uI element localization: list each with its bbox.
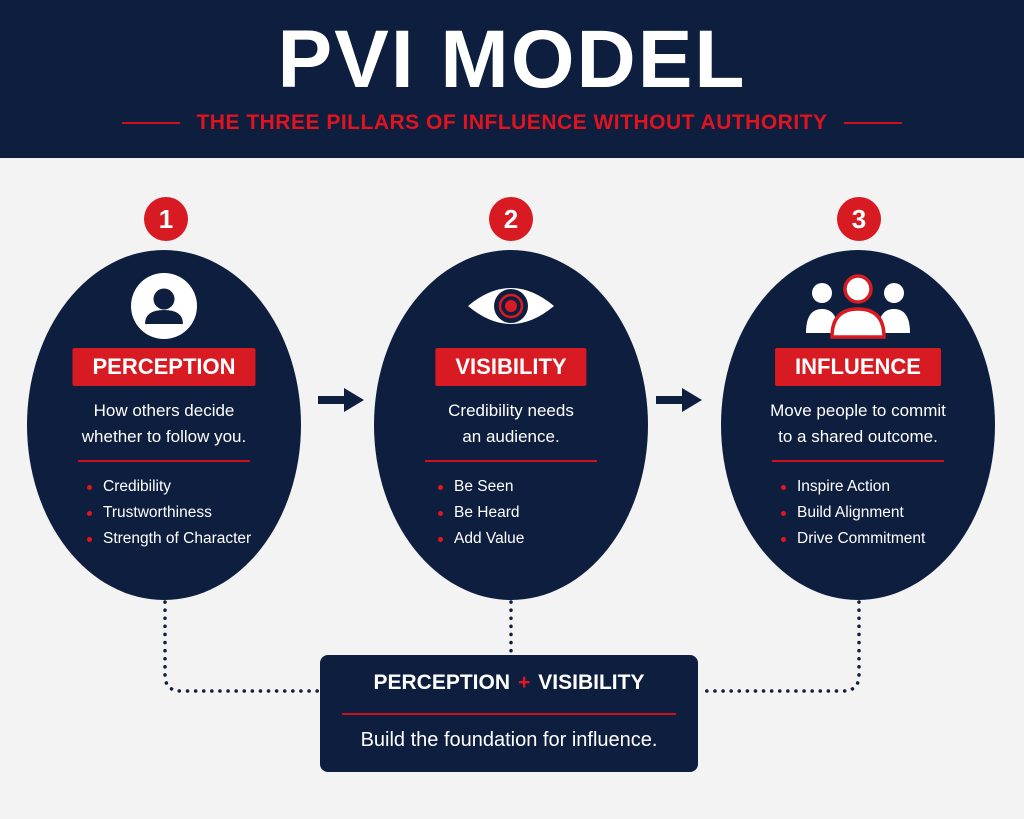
list-item: Add Value (436, 526, 524, 552)
pillar-label: VISIBILITY (435, 348, 587, 386)
page-title: PVI MODEL (277, 14, 747, 105)
arrow-right-icon (318, 388, 364, 412)
summary-text: Build the foundation for influence. (360, 729, 658, 751)
description-line: How others decide (93, 401, 235, 420)
pillar-label: INFLUENCE (775, 348, 941, 386)
group-icon (721, 274, 995, 339)
pillar-divider (78, 460, 250, 462)
pillar-divider (772, 460, 944, 462)
subtitle-left-rule (122, 122, 181, 124)
step-number-2: 2 (489, 197, 533, 241)
subtitle-row: THE THREE PILLARS OF INFLUENCE WITHOUT A… (0, 106, 1024, 140)
list-item: Be Heard (436, 500, 524, 526)
list-item: Build Alignment (779, 500, 925, 526)
list-item: Drive Commitment (779, 526, 925, 552)
description-line: an audience. (462, 427, 560, 446)
page-subtitle: THE THREE PILLARS OF INFLUENCE WITHOUT A… (196, 111, 828, 134)
plus-sign: + (518, 671, 531, 694)
pillar-visibility: VISIBILITY Credibility needs an audience… (374, 250, 648, 600)
step-number-1: 1 (144, 197, 188, 241)
description-line: Credibility needs (448, 401, 574, 420)
description-line: to a shared outcome. (778, 427, 938, 446)
pillar-bullet-list: Inspire Action Build Alignment Drive Com… (779, 474, 925, 552)
list-item: Trustworthiness (85, 500, 251, 526)
pillar-bullet-list: Credibility Trustworthiness Strength of … (85, 474, 251, 552)
description-line: Move people to commit (770, 401, 946, 420)
header-banner: PVI MODEL THE THREE PILLARS OF INFLUENCE… (0, 0, 1024, 158)
list-item: Strength of Character (85, 526, 251, 552)
summary-divider (342, 713, 676, 715)
description-line: whether to follow you. (81, 427, 247, 446)
summary-right-term: VISIBILITY (538, 671, 645, 694)
step-number-3: 3 (837, 197, 881, 241)
pillar-description: How others decide whether to follow you. (27, 398, 301, 450)
list-item: Be Seen (436, 474, 524, 500)
pillar-perception: PERCEPTION How others decide whether to … (27, 250, 301, 600)
person-icon (27, 273, 301, 339)
summary-heading: PERCEPTION + VISIBILITY (320, 671, 698, 695)
pillar-label: PERCEPTION (72, 348, 256, 386)
summary-left-term: PERCEPTION (373, 671, 511, 694)
pillar-description: Move people to commit to a shared outcom… (721, 398, 995, 450)
subtitle-right-rule (843, 122, 902, 124)
list-item: Inspire Action (779, 474, 925, 500)
arrow-right-icon (656, 388, 702, 412)
list-item: Credibility (85, 474, 251, 500)
pillar-description: Credibility needs an audience. (374, 398, 648, 450)
pillar-bullet-list: Be Seen Be Heard Add Value (436, 474, 524, 552)
pillar-influence: INFLUENCE Move people to commit to a sha… (721, 250, 995, 600)
pillar-divider (425, 460, 597, 462)
eye-icon (374, 274, 648, 338)
summary-box: PERCEPTION + VISIBILITY Build the foundati… (320, 655, 698, 772)
